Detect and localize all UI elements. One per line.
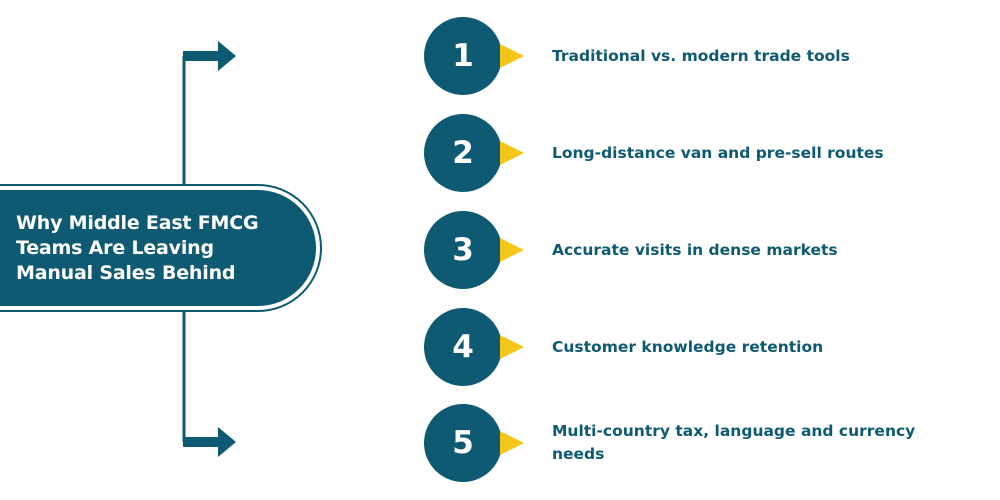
step-3: 3 Accurate visits in dense markets bbox=[424, 211, 984, 289]
arrow-right-icon-top bbox=[183, 41, 236, 71]
pointer-triangle-icon bbox=[500, 44, 524, 68]
pointer-triangle-icon bbox=[500, 238, 524, 262]
step-label: Multi-country tax, language and currency… bbox=[552, 422, 916, 463]
step-number-circle: 2 bbox=[424, 114, 502, 192]
step-1: 1 Traditional vs. modern trade tools bbox=[424, 17, 984, 95]
pointer-triangle-icon bbox=[500, 431, 524, 455]
step-4: 4 Customer knowledge retention bbox=[424, 308, 984, 386]
step-label: Traditional vs. modern trade tools bbox=[552, 46, 850, 65]
step-label: Customer knowledge retention bbox=[552, 337, 824, 356]
step-5: 5 Multi-country tax, language and curren… bbox=[424, 404, 984, 482]
title-pill: Why Middle East FMCG Teams Are Leaving M… bbox=[0, 184, 322, 312]
step-number-circle: 5 bbox=[424, 404, 502, 482]
pointer-triangle-icon bbox=[500, 335, 524, 359]
arrow-right-icon-bottom bbox=[183, 427, 236, 457]
step-number-circle: 4 bbox=[424, 308, 502, 386]
step-label: Accurate visits in dense markets bbox=[552, 240, 838, 259]
step-2: 2 Long-distance van and pre-sell routes bbox=[424, 114, 984, 192]
diagram-title: Why Middle East FMCG Teams Are Leaving M… bbox=[16, 211, 259, 284]
step-number-circle: 1 bbox=[424, 17, 502, 95]
step-number-circle: 3 bbox=[424, 211, 502, 289]
title-pill-fill: Why Middle East FMCG Teams Are Leaving M… bbox=[0, 190, 316, 306]
pointer-triangle-icon bbox=[500, 141, 524, 165]
step-label: Long-distance van and pre-sell routes bbox=[552, 143, 884, 162]
